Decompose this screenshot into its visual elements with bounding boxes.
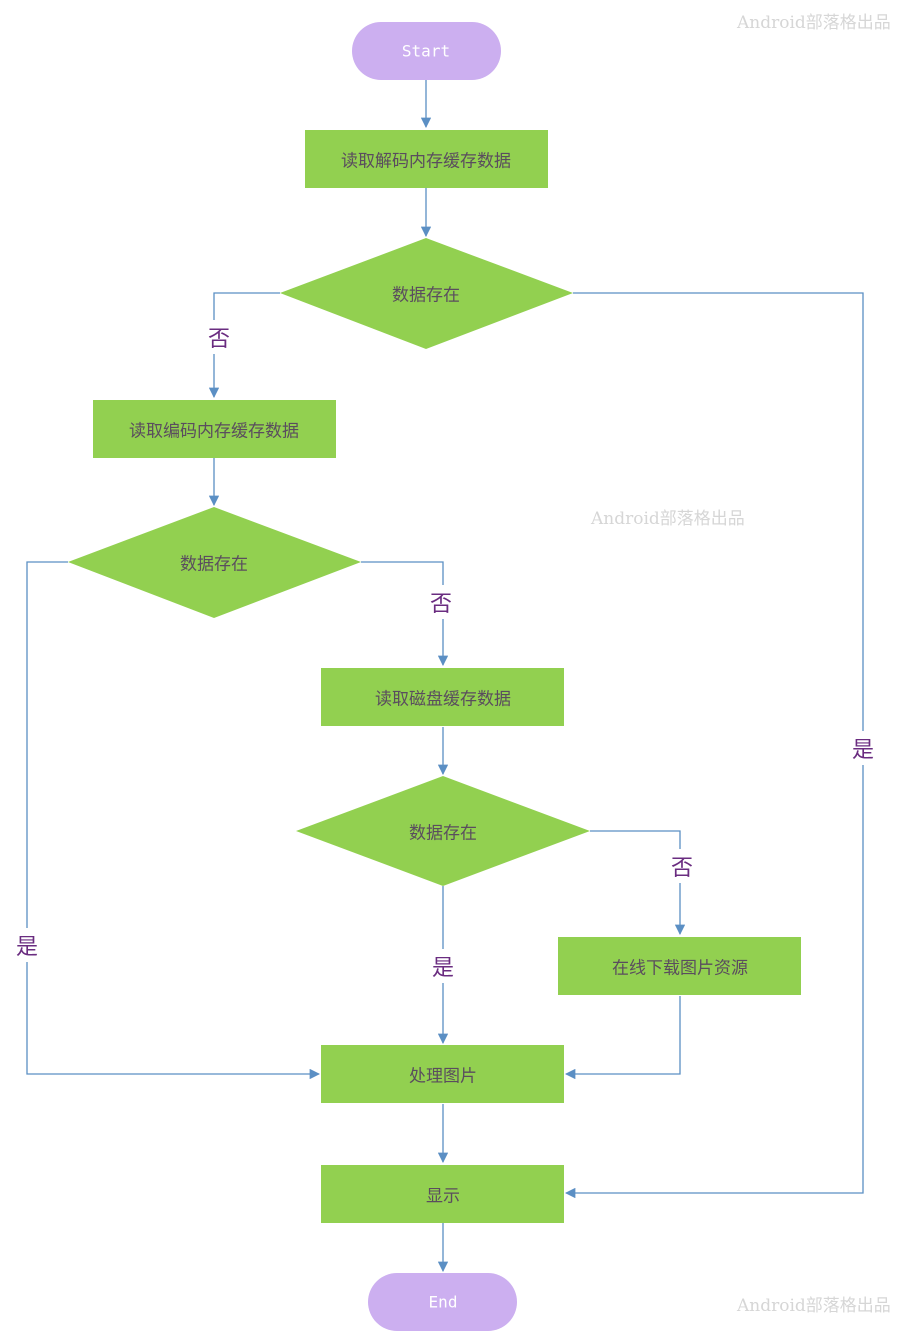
watermark-top-right: Android部落格出品 [737,13,891,33]
check2-yes-label: 是 [15,935,39,960]
check1-diamond [280,238,573,349]
read-disk-cache-box [321,668,564,726]
download-online-box [558,937,801,995]
display-box [321,1165,564,1223]
download-online-label: 在线下载图片资源 [612,958,748,979]
edge-download-to-process [564,996,681,1080]
read-decoded-cache-label: 读取解码内存缓存数据 [341,151,511,172]
check3-diamond [296,776,590,886]
process-image-box [321,1045,564,1103]
check3-label: 数据存在 [409,823,477,844]
watermark-bottom-right: Android部落格出品 [737,1296,891,1316]
read-encoded-cache-label: 读取编码内存缓存数据 [129,421,299,442]
check2-diamond [68,507,361,618]
read-encoded-cache-box [93,400,336,458]
read-disk-cache-label: 读取磁盘缓存数据 [375,689,511,710]
start-label: Start [401,41,451,61]
check3-yes-label: 是 [431,956,455,981]
check3-no-label: 否 [670,856,694,881]
check2-no-label: 否 [429,592,453,617]
watermark-middle: Android部落格出品 [591,509,745,529]
start-terminal [352,22,501,80]
edge-check2-yes [26,561,321,1080]
display-label: 显示 [426,1186,460,1207]
edge-check3-no [590,830,686,936]
end-label: End [428,1292,458,1312]
edge-check1-yes [564,292,864,1199]
check1-no-label: 否 [207,327,231,352]
end-terminal [368,1273,517,1331]
check2-label: 数据存在 [180,554,248,575]
check1-yes-label: 是 [851,738,875,763]
edge-check1-no [208,292,280,399]
edge-check2-no [361,561,449,667]
process-image-label: 处理图片 [409,1066,477,1087]
read-decoded-cache-box [305,130,548,188]
check1-label: 数据存在 [392,285,460,306]
